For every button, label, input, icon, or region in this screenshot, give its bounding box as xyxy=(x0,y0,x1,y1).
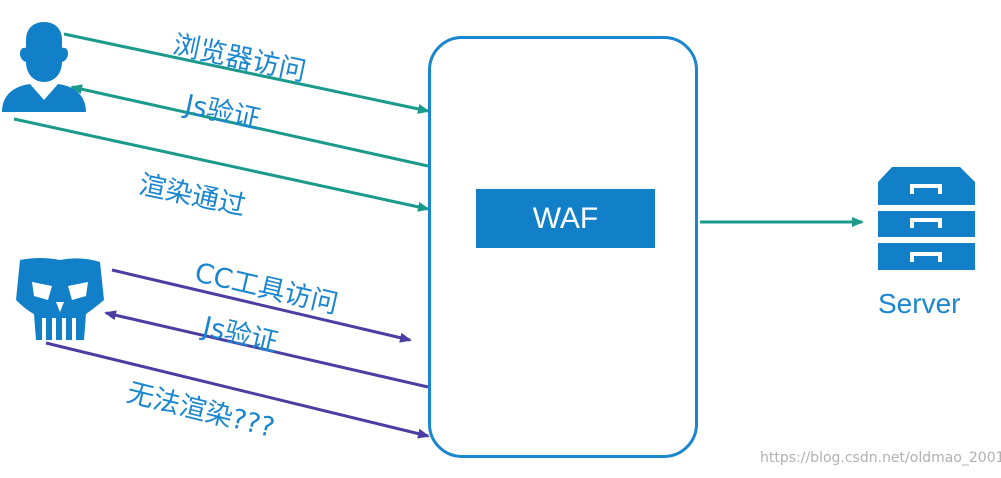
waf-container xyxy=(428,36,698,458)
watermark: https://blog.csdn.net/oldmao_2001 xyxy=(760,450,1001,466)
attacker-challenge-arrow xyxy=(104,310,429,389)
server-label: Server xyxy=(878,288,961,319)
user-icon xyxy=(2,22,86,112)
browser-challenge-arrow xyxy=(70,84,429,168)
attacker-request-arrow xyxy=(111,268,412,343)
browser-pass-arrow xyxy=(13,117,430,212)
skull-icon xyxy=(16,258,104,340)
server-icon xyxy=(878,167,975,270)
browser-request-arrow xyxy=(63,32,430,114)
attacker-fail-arrow xyxy=(45,341,430,439)
waf-label: WAF xyxy=(476,189,655,248)
